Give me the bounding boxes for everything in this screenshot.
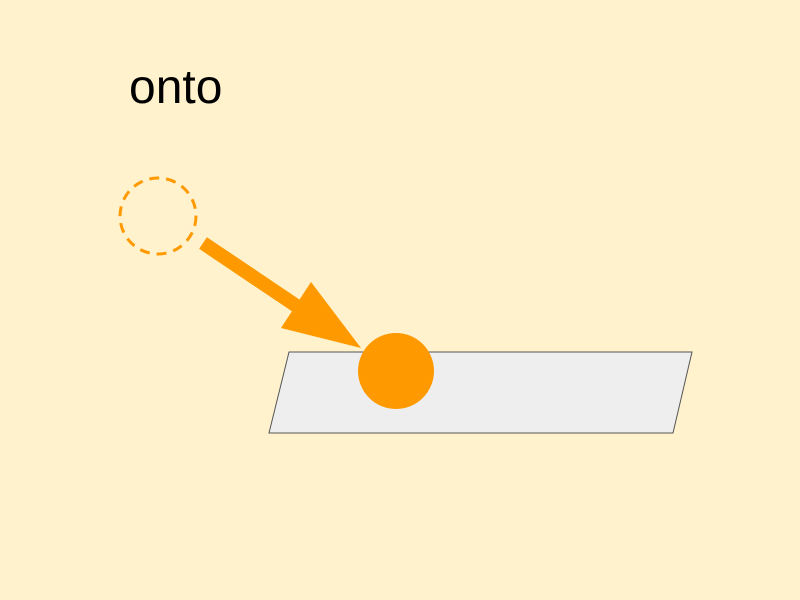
diagram-title: onto (129, 61, 223, 114)
motion-arrow-head (281, 282, 361, 348)
motion-arrow-shaft (199, 237, 311, 319)
start-position-dashed-circle (118, 176, 198, 256)
end-position-filled-circle (358, 333, 434, 409)
surface-parallelogram (268, 351, 693, 434)
